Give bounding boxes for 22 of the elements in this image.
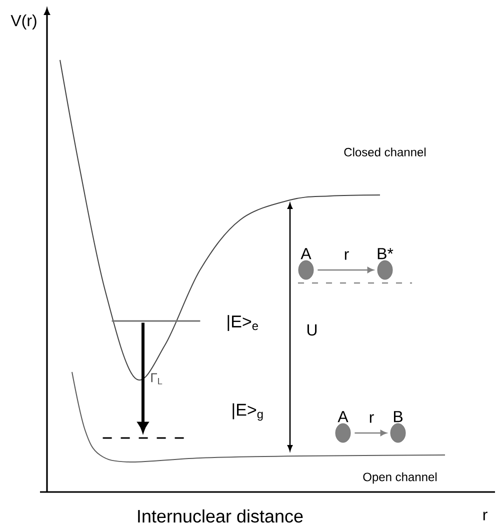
node-label: B* [378, 248, 394, 260]
arrow [318, 267, 374, 273]
atom: A [335, 411, 351, 443]
curve-label: Open channel [363, 472, 437, 484]
state-label: |E>$_{e}$ [228, 315, 258, 331]
state-label: |E>$_{g}$ [232, 403, 263, 421]
edge-label: r [370, 414, 374, 423]
energy-label: U [307, 324, 317, 336]
arrow [354, 430, 387, 436]
edge-label: Γ$_{L}$ [151, 373, 162, 384]
node-label: A [300, 248, 312, 260]
arrow [138, 322, 148, 432]
edge-label: r [344, 251, 349, 260]
atom: A [298, 248, 314, 280]
atom: B* [377, 248, 394, 280]
axis-label: r [483, 512, 488, 520]
node-label: A [338, 411, 348, 422]
curve-label: Closed channel [344, 148, 426, 156]
axis-label: V(r) [10, 14, 36, 30]
atom: B [390, 411, 406, 443]
axis-label: Internuclear distance [138, 509, 303, 523]
node-label: B [394, 411, 402, 422]
